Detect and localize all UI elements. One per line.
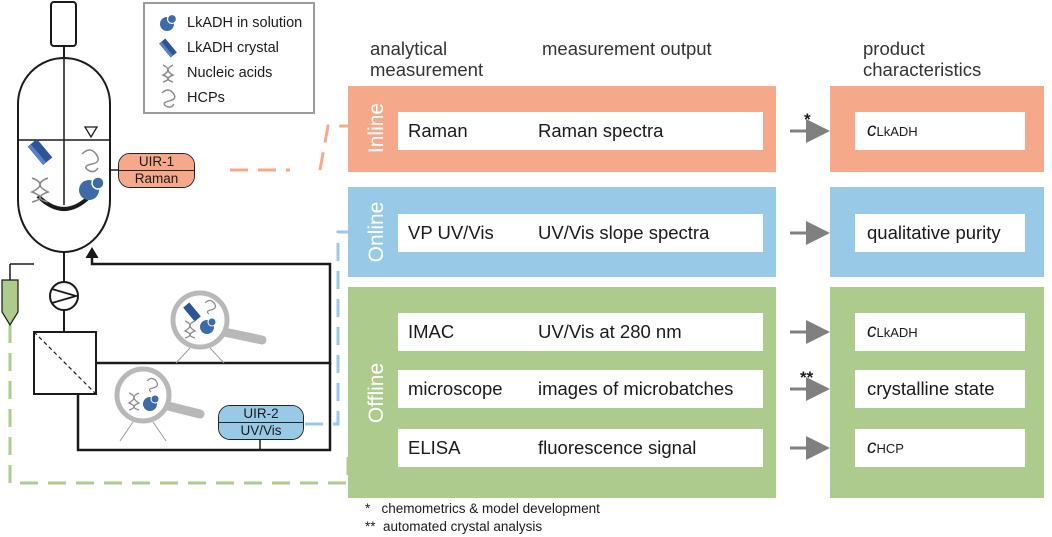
legend-item: LkADH in solution xyxy=(157,12,302,34)
product-subscript: LkADH xyxy=(876,123,918,139)
legend-label: Nucleic acids xyxy=(187,65,273,81)
legend-item: LkADH crystal xyxy=(157,37,279,59)
output-label: images of microbatches xyxy=(538,378,734,399)
arrows xyxy=(790,119,830,460)
row-elisa: ELISA fluorescence signal xyxy=(398,429,763,467)
product-symbol: c xyxy=(867,321,877,342)
product-text: crystalline state xyxy=(867,378,995,399)
output-label: UV/Vis slope spectra xyxy=(538,222,710,243)
row-vp-uvvis: VP UV/Vis UV/Vis slope spectra xyxy=(398,214,763,252)
product-microscope: crystalline state xyxy=(855,370,1025,408)
product-subscript: LkADH xyxy=(876,324,918,340)
nucleic-acid-icon xyxy=(161,64,175,83)
hcp-icon xyxy=(161,89,176,108)
footnote-mark: ** xyxy=(365,519,376,534)
footnote-mark: * xyxy=(365,501,371,516)
uir1-type: Raman xyxy=(119,170,194,187)
uir2-sensor: UIR-2 UV/Vis xyxy=(218,405,304,440)
header-output: measurement output xyxy=(542,38,712,59)
footnote-text: automated crystal analysis xyxy=(383,519,543,534)
legend-label: LkADH in solution xyxy=(187,15,303,31)
header-product: product characteristics xyxy=(863,38,982,80)
legend: LkADH in solution LkADH crystal Nucleic … xyxy=(143,2,315,114)
uir2-id: UIR-2 xyxy=(219,406,303,422)
measurement-label: VP UV/Vis xyxy=(408,222,494,243)
row-raman: Raman Raman spectra xyxy=(398,112,763,150)
band-label-inline: Inline xyxy=(365,102,388,154)
band-label-offline: Offline xyxy=(365,362,388,424)
row-microscope: microscope images of microbatches xyxy=(398,370,763,408)
header-measurement: analytical measurement xyxy=(370,38,484,80)
measurement-label: IMAC xyxy=(408,321,455,342)
legend-label: LkADH crystal xyxy=(187,40,279,56)
measurement-label: ELISA xyxy=(408,437,461,458)
measurement-label: microscope xyxy=(408,378,503,399)
measurement-label: Raman xyxy=(408,120,468,141)
uir1-sensor: UIR-1 Raman xyxy=(118,153,195,188)
product-vp-uvvis: qualitative purity xyxy=(855,214,1025,252)
product-subscript: HCP xyxy=(876,440,904,456)
legend-item: HCPs xyxy=(157,87,225,109)
arrow-mark-microscope: ** xyxy=(800,368,814,387)
legend-item: Nucleic acids xyxy=(157,62,272,84)
output-label: UV/Vis at 280 nm xyxy=(538,321,682,342)
product-text: qualitative purity xyxy=(867,222,1001,243)
row-imac: IMAC UV/Vis at 280 nm xyxy=(398,313,763,351)
product-symbol: c xyxy=(867,120,877,141)
footnote-2: ** automated crystal analysis xyxy=(365,519,542,534)
footnote-1: * chemometrics & model development xyxy=(365,501,600,516)
arrow-mark-raman: * xyxy=(804,110,811,129)
output-label: Raman spectra xyxy=(538,120,664,141)
uir2-type: UV/Vis xyxy=(219,422,303,439)
footnote-text: chemometrics & model development xyxy=(381,501,600,516)
legend-label: HCPs xyxy=(187,90,225,106)
product-symbol: c xyxy=(867,437,877,458)
lkadh-solution-icon xyxy=(160,13,178,31)
band-label-online: Online xyxy=(365,201,388,263)
output-label: fluorescence signal xyxy=(538,437,697,458)
lkadh-crystal-icon xyxy=(159,38,177,58)
uir1-id: UIR-1 xyxy=(119,154,194,170)
